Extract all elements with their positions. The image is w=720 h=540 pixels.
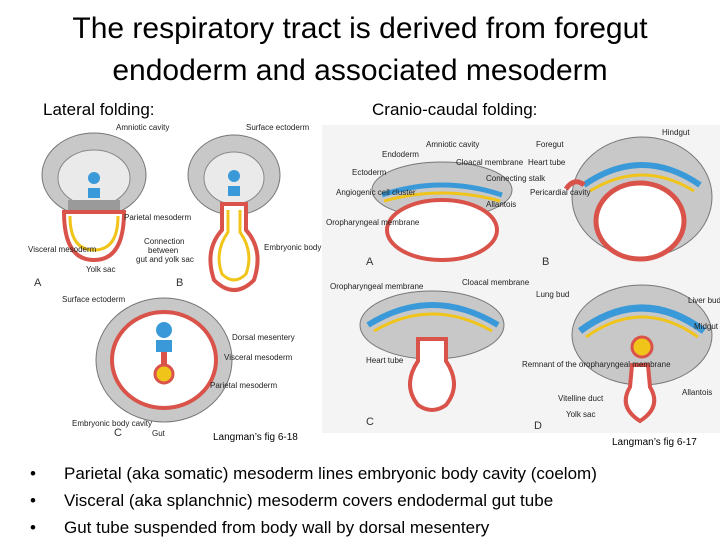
panel-d-embryo xyxy=(571,284,713,424)
label-vitelline-duct: Vitelline duct xyxy=(558,394,604,403)
label-remnant-oropharyngeal: Remnant of the oropharyngeal membrane xyxy=(522,360,671,369)
label-yolk-sac: Yolk sac xyxy=(86,265,116,274)
label-surface-ectoderm-top: Surface ectoderm xyxy=(246,123,309,132)
label-heart-tube-c: Heart tube xyxy=(366,356,404,365)
label-connection-line-3: gut and yolk sac xyxy=(136,255,194,264)
panel-b-embryo xyxy=(563,136,713,262)
bullet-text: Parietal (aka somatic) mesoderm lines em… xyxy=(64,464,597,483)
bullet-dot: • xyxy=(30,464,36,483)
label-connecting-stalk: Connecting stalk xyxy=(486,174,546,183)
label-embryonic-body-cavity-c: Embryonic body cavity xyxy=(72,419,152,428)
label-embryonic-body-cavity: Embryonic body cavity xyxy=(264,243,322,252)
label-endoderm: Endoderm xyxy=(382,150,419,159)
label-visceral-mesoderm-c: Visceral mesoderm xyxy=(224,353,293,362)
label-foregut: Foregut xyxy=(536,140,564,149)
subtitle-cranio-caudal-folding: Cranio-caudal folding: xyxy=(372,100,538,119)
panel-a-embryo xyxy=(371,161,513,262)
label-surface-ectoderm-bottom: Surface ectoderm xyxy=(62,295,125,304)
lateral-folding-diagram: Amniotic cavity Surface ectoderm Parieta… xyxy=(28,123,322,439)
caption-fig-6-17: Langman’s fig 6-17 xyxy=(612,437,697,448)
label-amniotic-cavity: Amniotic cavity xyxy=(116,123,169,132)
label-connection-line-2: between xyxy=(148,246,178,255)
label-midgut: Midgut xyxy=(694,322,719,331)
label-parietal-mesoderm: Parietal mesoderm xyxy=(124,213,191,222)
label-oropharyngeal-membrane: Oropharyngeal membrane xyxy=(326,218,420,227)
label-panel-a: A xyxy=(366,256,374,268)
label-amniotic-cavity: Amniotic cavity xyxy=(426,140,479,149)
label-ectoderm: Ectoderm xyxy=(352,168,387,177)
bullet-text: Gut tube suspended from body wall by dor… xyxy=(64,518,490,537)
label-panel-b: B xyxy=(542,256,549,268)
bullet-dot: • xyxy=(30,491,36,510)
figure-lateral-folding: Amniotic cavity Surface ectoderm Parieta… xyxy=(24,120,322,440)
bullet-item: • Parietal (aka somatic) mesoderm lines e… xyxy=(30,460,710,487)
subtitle-lateral-folding: Lateral folding: xyxy=(43,100,155,119)
label-panel-b: B xyxy=(176,277,183,289)
label-pericardial-cavity: Pericardial cavity xyxy=(530,188,590,197)
label-heart-tube: Heart tube xyxy=(528,158,566,167)
label-allantois-d: Allantois xyxy=(682,388,712,397)
title-line-1: The respiratory tract is derived from fo… xyxy=(72,12,648,45)
bullet-text: Visceral (aka splanchnic) mesoderm cover… xyxy=(64,491,554,510)
label-panel-d: D xyxy=(534,420,542,432)
label-yolk-sac: Yolk sac xyxy=(566,410,596,419)
caption-fig-6-18: Langman’s fig 6-18 xyxy=(213,432,298,443)
panel-a-embryo xyxy=(41,132,147,263)
figure-cranio-caudal-folding: Amniotic cavity Endoderm Cloacal membran… xyxy=(322,125,720,433)
label-dorsal-mesentery: Dorsal mesentery xyxy=(232,333,295,342)
bullet-dot: • xyxy=(30,518,36,537)
bullet-item: • Gut tube suspended from body wall by do… xyxy=(30,514,710,540)
label-gut: Gut xyxy=(152,429,166,438)
label-hindgut: Hindgut xyxy=(662,128,690,137)
label-panel-a: A xyxy=(34,277,42,289)
title-line-2: endoderm and associated mesoderm xyxy=(112,54,608,87)
label-visceral-mesoderm: Visceral mesoderm xyxy=(28,245,97,254)
label-panel-c: C xyxy=(114,427,122,439)
label-oropharyngeal-membrane-c: Oropharyngeal membrane xyxy=(330,282,424,291)
label-lung-bud: Lung bud xyxy=(536,290,569,299)
label-angiogenic-cell-cluster: Angiogenic cell cluster xyxy=(336,188,416,197)
label-cloacal-membrane: Cloacal membrane xyxy=(456,158,524,167)
label-liver-bud: Liver bud xyxy=(688,296,720,305)
bullet-list: • Parietal (aka somatic) mesoderm lines e… xyxy=(30,460,710,540)
label-allantois: Allantois xyxy=(486,200,516,209)
label-connection-line-1: Connection xyxy=(144,237,184,246)
label-panel-c: C xyxy=(366,416,374,428)
label-cloacal-membrane-c: Cloacal membrane xyxy=(462,278,530,287)
panel-b-embryo xyxy=(187,134,281,292)
panel-c-embryo xyxy=(359,290,505,412)
slide-title: The respiratory tract is derived from fo… xyxy=(0,8,720,92)
bullet-item: • Visceral (aka splanchnic) mesoderm cove… xyxy=(30,487,710,514)
panel-c-embryo xyxy=(95,297,233,423)
label-parietal-mesoderm-c: Parietal mesoderm xyxy=(210,381,277,390)
cranio-caudal-diagram: Amniotic cavity Endoderm Cloacal membran… xyxy=(326,128,720,432)
